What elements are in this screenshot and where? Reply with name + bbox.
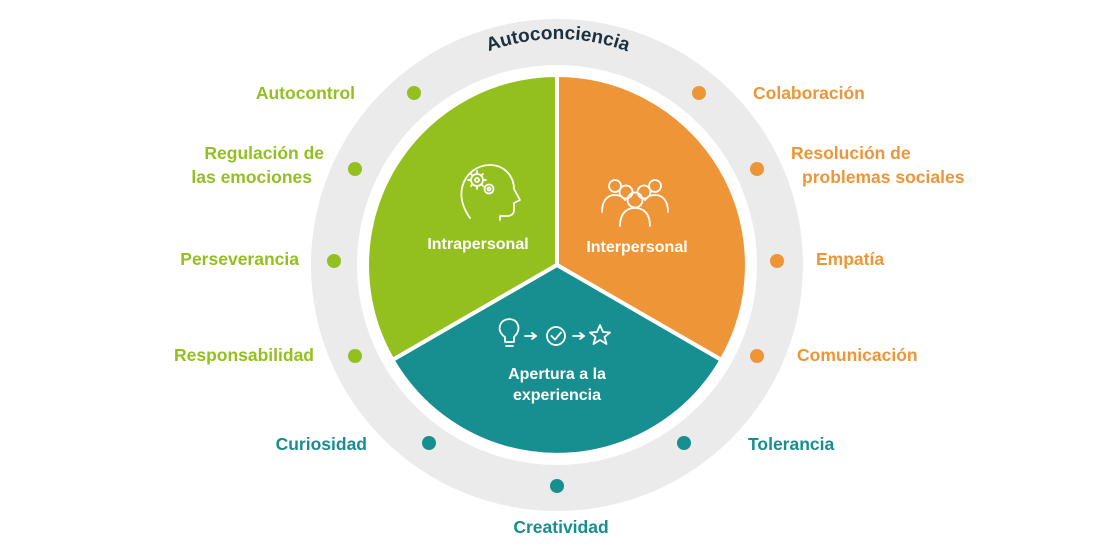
segment-interpersonal: [555, 73, 749, 362]
group-people-icon: [601, 179, 669, 227]
segment-intrapersonal: [365, 73, 559, 362]
head-gears-icon: [460, 164, 521, 221]
dot-curiosidad: [422, 436, 436, 450]
label-resolucion-line2: problemas sociales: [802, 167, 965, 187]
dot-resolucion: [750, 162, 764, 176]
interpersonal-title: Interpersonal: [586, 239, 687, 256]
label-regulacion-line1: Regulación de: [204, 143, 324, 163]
label-resolucion-line1: Resolución de: [791, 143, 911, 163]
label-tolerancia: Tolerancia: [748, 434, 835, 454]
dot-comunicacion: [750, 349, 764, 363]
dot-creatividad: [550, 479, 564, 493]
label-comunicacion: Comunicación: [797, 345, 918, 365]
label-responsabilidad: Responsabilidad: [174, 345, 314, 365]
apertura-title-line2: experiencia: [513, 387, 601, 404]
dot-regulacion: [348, 162, 362, 176]
dot-perseverancia: [327, 254, 341, 268]
dot-autocontrol: [407, 86, 421, 100]
idea-check-star-icon: [498, 318, 611, 347]
label-colaboracion: Colaboración: [753, 83, 865, 103]
dot-colaboracion: [692, 86, 706, 100]
dot-empatia: [770, 254, 784, 268]
dot-responsabilidad: [348, 349, 362, 363]
label-curiosidad: Curiosidad: [276, 434, 367, 454]
segment-apertura: [390, 263, 724, 457]
label-empatia: Empatía: [816, 249, 884, 269]
intrapersonal-title: Intrapersonal: [427, 236, 528, 253]
label-autocontrol: Autocontrol: [256, 83, 355, 103]
label-perseverancia: Perseverancia: [180, 249, 299, 269]
dot-tolerancia: [677, 436, 691, 450]
label-creatividad: Creatividad: [513, 517, 608, 537]
label-regulacion-line2: las emociones: [191, 167, 312, 187]
apertura-title-line1: Apertura a la: [508, 366, 606, 383]
